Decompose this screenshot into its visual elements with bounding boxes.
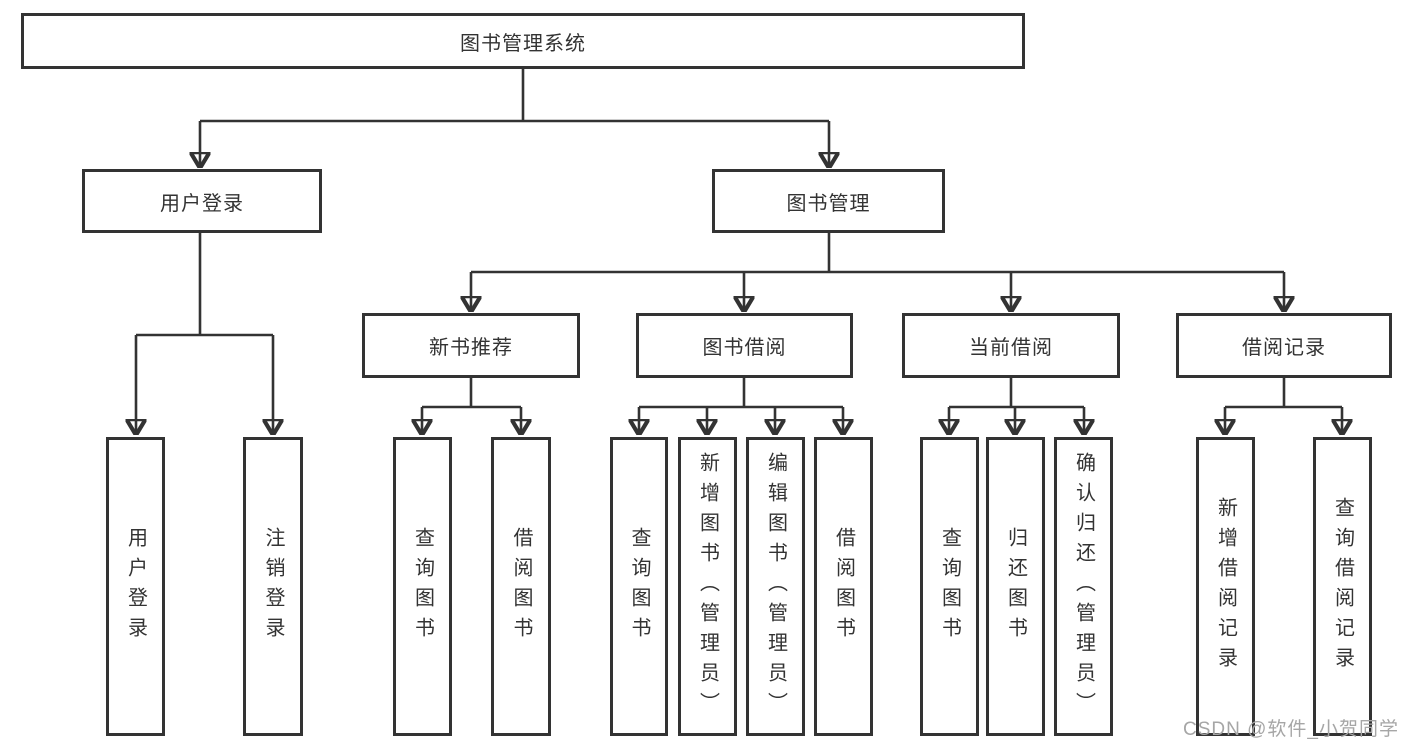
watermark: CSDN @软件_小贺同学 [1183,719,1399,740]
leaf-current-return-books: 归还图书 [986,437,1045,736]
node-borrowing-records: 借阅记录 [1176,313,1392,378]
node-root: 图书管理系统 [21,13,1025,69]
leaf-user-login: 用户登录 [106,437,165,736]
leaf-current-query-books-label: 查询图书 [938,526,961,647]
leaf-recommend-borrow-books-label: 借阅图书 [510,526,532,647]
leaf-recommend-query-books-label: 查询图书 [411,526,434,647]
leaf-logout: 注销登录 [243,437,303,736]
node-user-login: 用户登录 [82,169,322,233]
node-new-book-recommend: 新书推荐 [362,313,580,378]
leaf-recommend-borrow-books: 借阅图书 [491,437,551,736]
leaf-user-login-label: 用户登录 [124,526,147,647]
node-book-borrowing: 图书借阅 [636,313,853,378]
leaf-borrow-borrow-books-label: 借阅图书 [832,526,855,647]
leaf-recommend-query-books: 查询图书 [393,437,452,736]
leaf-borrow-add-books: 新增图书（管理员） [678,437,737,736]
leaf-records-add-record: 新增借阅记录 [1196,437,1255,736]
leaf-current-confirm-return-label: 确认归还（管理员） [1072,451,1095,722]
leaf-borrow-borrow-books: 借阅图书 [814,437,873,736]
leaf-records-query-record-label: 查询借阅记录 [1331,496,1354,677]
leaf-borrow-query-books-label: 查询图书 [628,526,650,647]
leaf-borrow-query-books: 查询图书 [610,437,668,736]
node-book-management: 图书管理 [712,169,945,233]
leaf-current-confirm-return: 确认归还（管理员） [1054,437,1113,736]
leaf-borrow-add-books-label: 新增图书（管理员） [696,451,719,722]
leaf-current-query-books: 查询图书 [920,437,979,736]
leaf-current-return-books-label: 归还图书 [1004,526,1027,647]
leaf-records-add-record-label: 新增借阅记录 [1214,496,1237,677]
leaf-logout-label: 注销登录 [262,526,284,647]
leaf-borrow-edit-books-label: 编辑图书（管理员） [764,451,787,722]
leaf-borrow-edit-books: 编辑图书（管理员） [746,437,805,736]
node-current-borrowing: 当前借阅 [902,313,1120,378]
leaf-records-query-record: 查询借阅记录 [1313,437,1372,736]
